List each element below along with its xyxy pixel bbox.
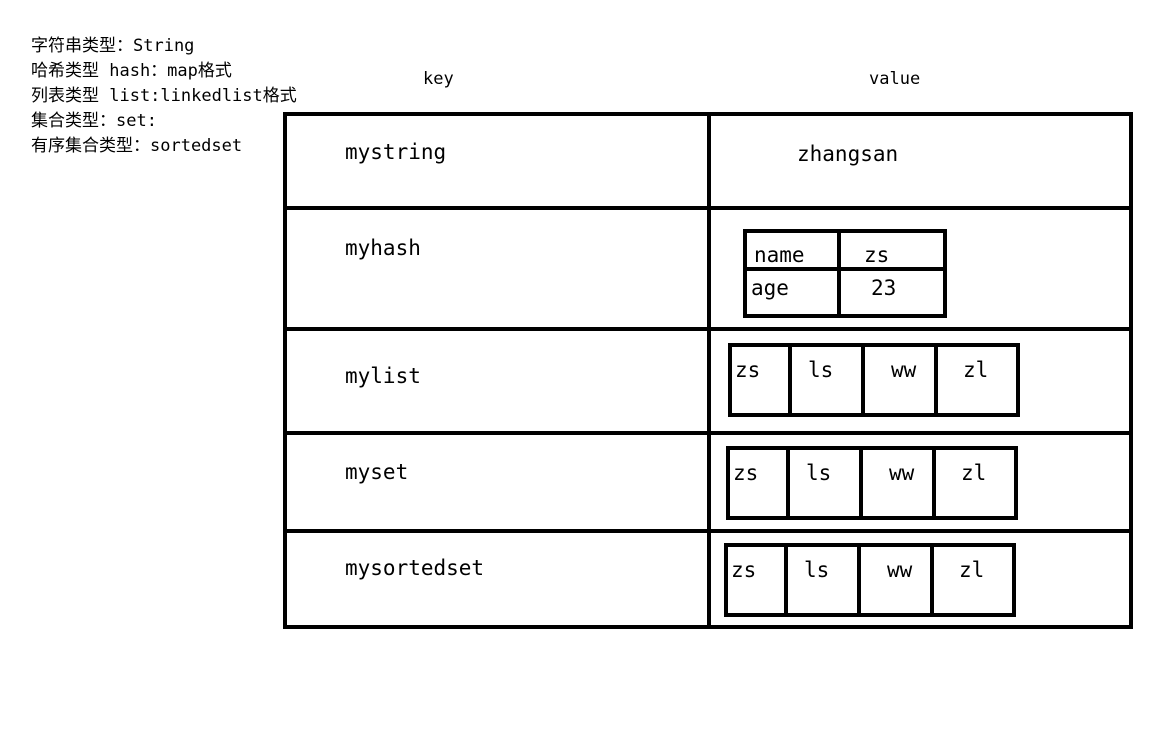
sortedset-divider: [857, 543, 861, 617]
list-divider: [788, 343, 792, 417]
sortedset-item: zs: [731, 558, 757, 582]
row-divider-1: [283, 206, 1133, 210]
legend-set: 集合类型：set:: [31, 111, 157, 131]
list-divider: [861, 343, 865, 417]
sortedset-divider: [930, 543, 934, 617]
key-myhash: myhash: [345, 236, 421, 260]
hash-map-box: [743, 229, 947, 318]
row-divider-3: [283, 431, 1133, 435]
row-divider-2: [283, 327, 1133, 331]
column-divider: [707, 112, 711, 629]
list-item: zl: [963, 358, 989, 382]
value-header: value: [869, 69, 921, 89]
list-item: ls: [808, 358, 834, 382]
legend-list: 列表类型 list:linkedlist格式: [31, 86, 297, 106]
key-mylist: mylist: [345, 364, 421, 388]
hash-column-divider: [837, 229, 841, 318]
key-header: key: [423, 69, 454, 89]
legend-hash: 哈希类型 hash：map格式: [31, 61, 232, 81]
sortedset-box: [724, 543, 1016, 617]
set-divider: [786, 446, 790, 520]
list-item: ww: [891, 358, 917, 382]
sortedset-item: ls: [804, 558, 830, 582]
set-item: zs: [733, 461, 759, 485]
set-item: ls: [806, 461, 832, 485]
key-mysortedset: mysortedset: [345, 556, 485, 580]
set-divider: [932, 446, 936, 520]
value-zhangsan: zhangsan: [797, 142, 899, 166]
list-divider: [934, 343, 938, 417]
set-item: ww: [889, 461, 915, 485]
hash-field-age: age: [751, 276, 789, 300]
key-mystring: mystring: [345, 140, 447, 164]
hash-value-zs: zs: [864, 243, 890, 267]
sortedset-item: zl: [959, 558, 985, 582]
key-myset: myset: [345, 460, 409, 484]
list-box: [728, 343, 1020, 417]
set-box: [726, 446, 1018, 520]
legend-sortedset: 有序集合类型：sortedset: [31, 136, 243, 156]
sortedset-item: ww: [887, 558, 913, 582]
type-legend: 字符串类型：String 哈希类型 hash：map格式 列表类型 list:l…: [31, 34, 297, 159]
hash-field-name: name: [754, 243, 805, 267]
list-item: zs: [735, 358, 761, 382]
hash-row-divider: [743, 267, 947, 271]
hash-value-23: 23: [871, 276, 897, 300]
row-divider-4: [283, 529, 1133, 533]
legend-string: 字符串类型：String: [31, 36, 195, 56]
set-item: zl: [961, 461, 987, 485]
sortedset-divider: [784, 543, 788, 617]
set-divider: [859, 446, 863, 520]
